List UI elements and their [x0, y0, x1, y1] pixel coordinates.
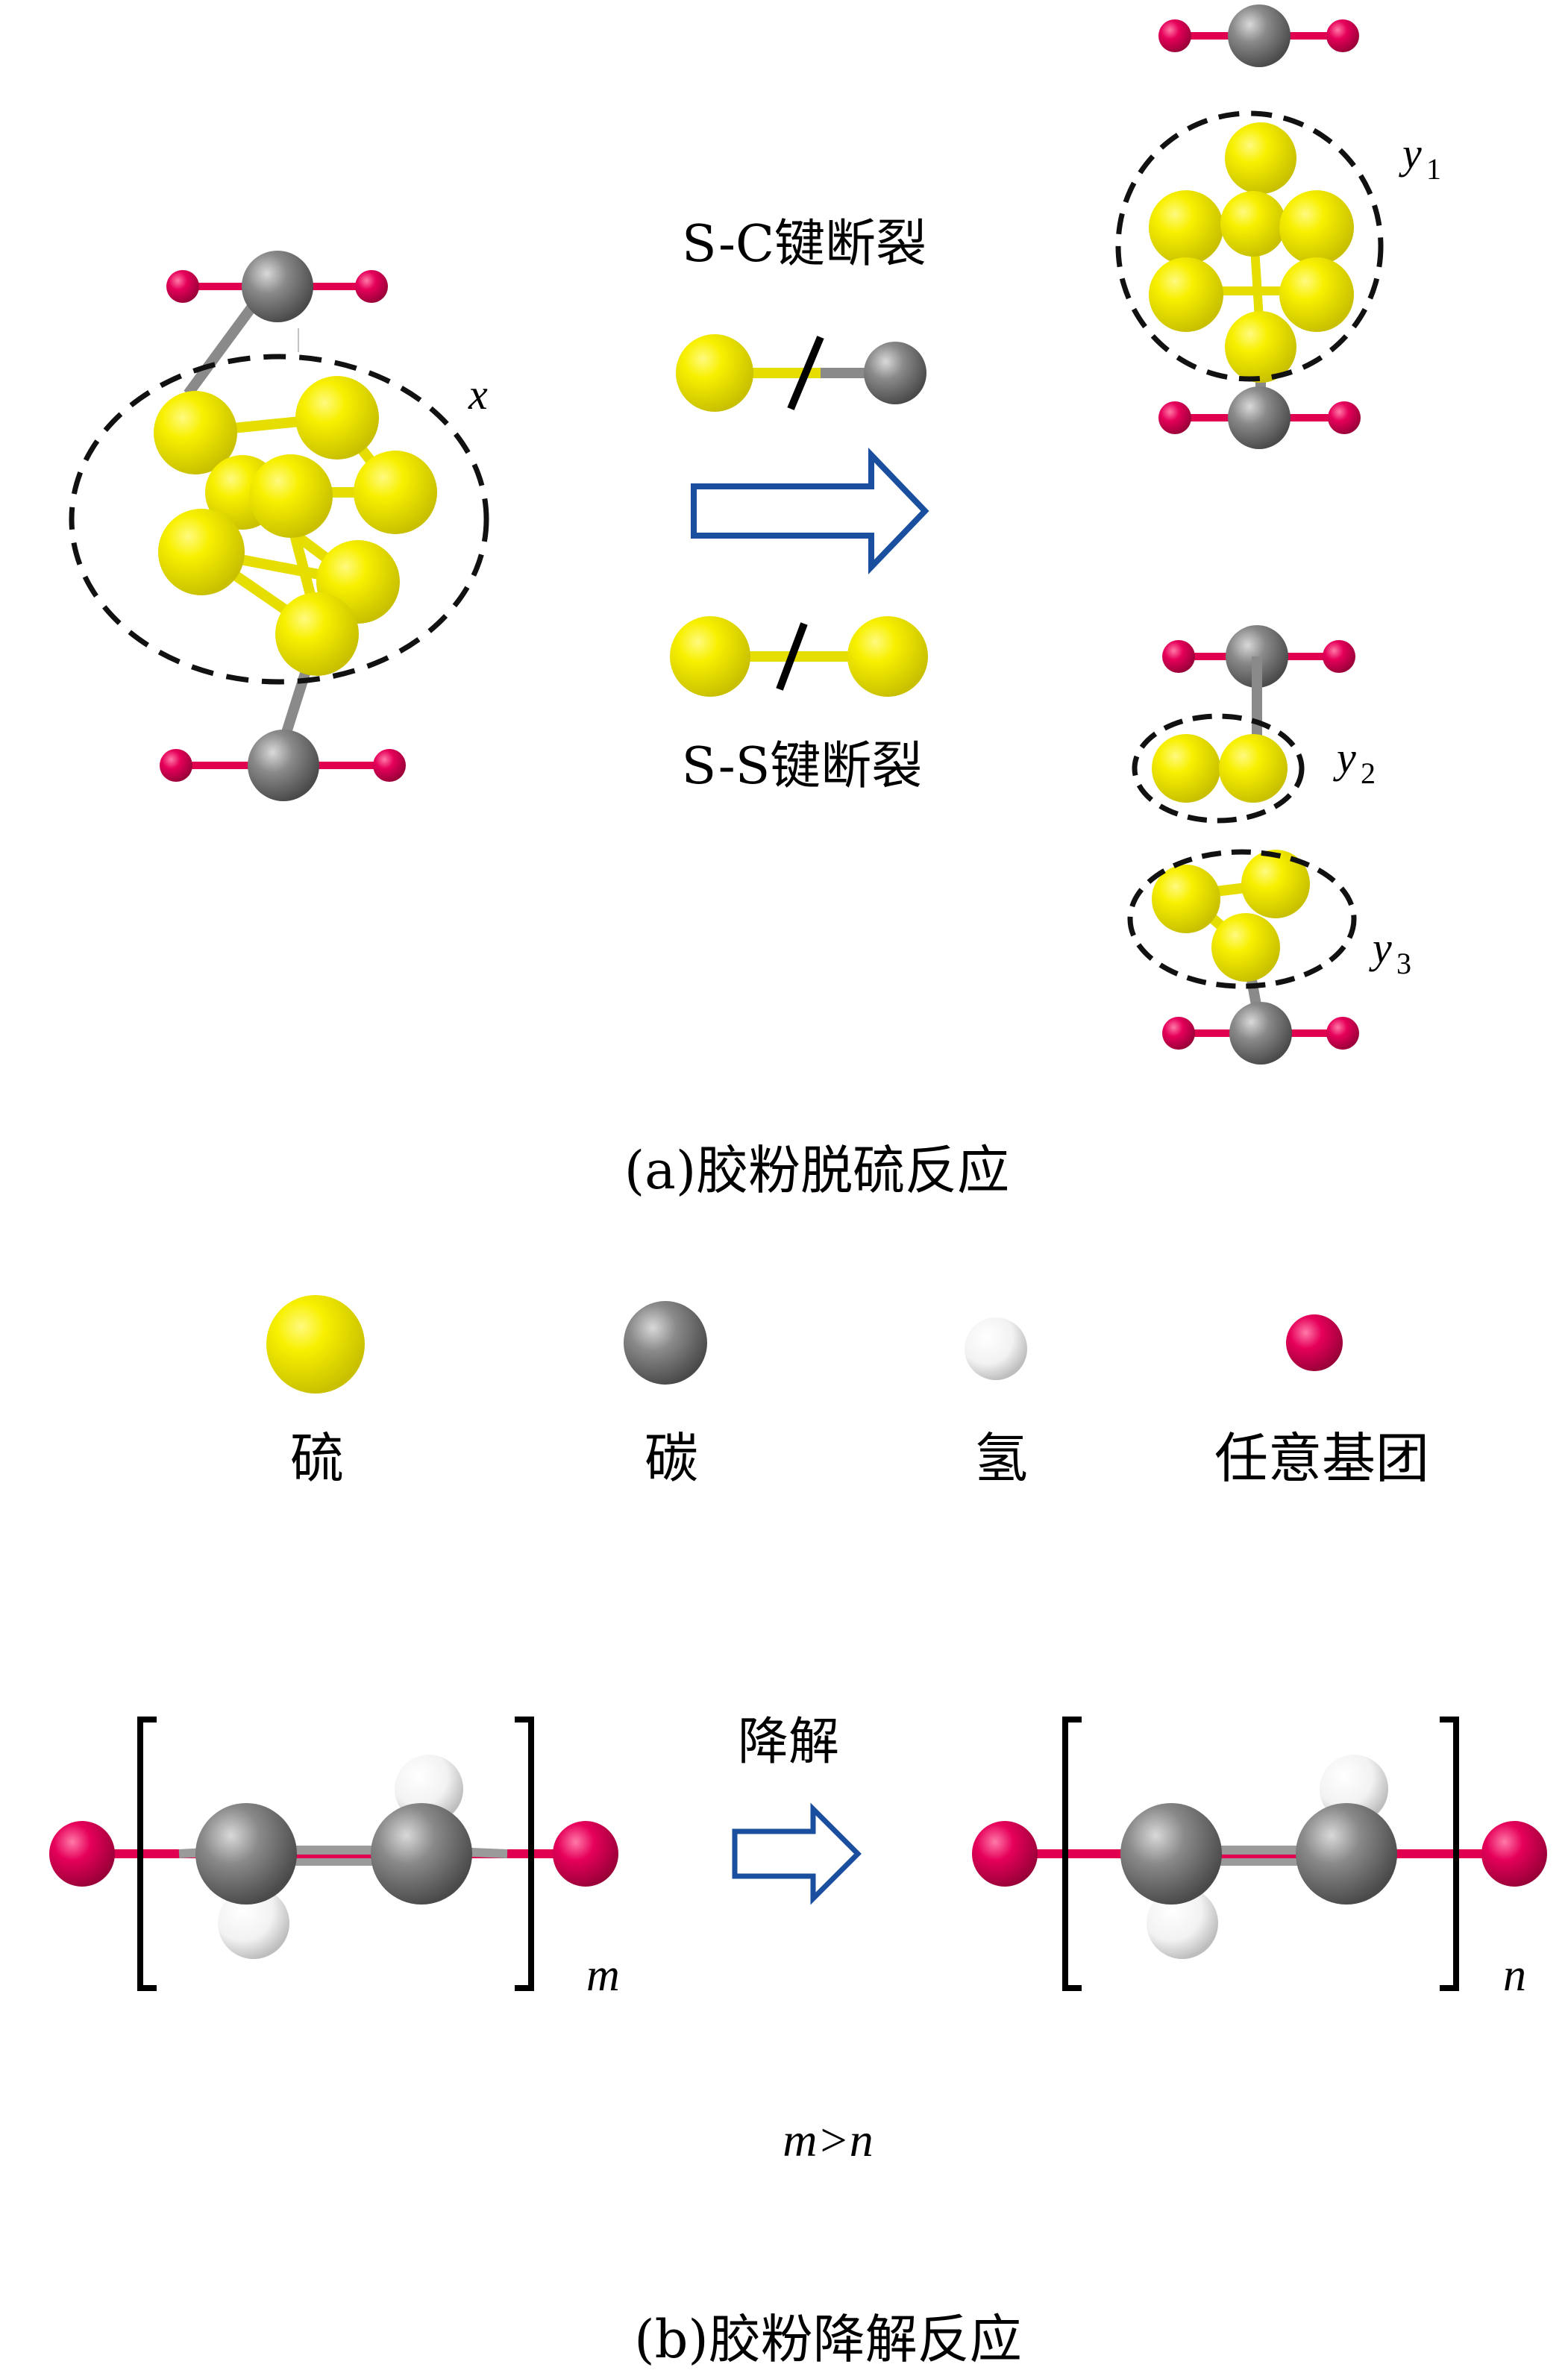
break-mark [776, 622, 808, 691]
legend-hydrogen-icon [965, 1317, 1027, 1380]
label-degradation: 降解 [738, 1713, 839, 1772]
label-m: m [586, 1950, 620, 2001]
bracket-right-m [515, 1717, 534, 1991]
legend-sulfur-icon [266, 1295, 365, 1394]
carbon-atom [864, 342, 926, 404]
panel-b: m 降解 n m>n (b)胶粉降解反应 [49, 1713, 1547, 2370]
legend-group-label: 任意基团 [1214, 1427, 1429, 1490]
condition-m-gt-n: m>n [783, 2113, 873, 2166]
label-y3-sub: 3 [1396, 947, 1411, 980]
label-y1-sub: 1 [1426, 152, 1441, 186]
label-y1: y [1399, 129, 1422, 178]
sulfur-atom [670, 616, 750, 697]
atom-legend: 硫 碳 氢 任意基团 [266, 1295, 1429, 1490]
legend-hydrogen-label: 氢 [974, 1427, 1028, 1490]
label-y2-sub: 2 [1361, 756, 1376, 790]
legend-group-icon [1286, 1314, 1343, 1371]
molecule-y1: y 1 [1115, 4, 1441, 449]
molecule-y3: y 3 [1127, 849, 1411, 1065]
sulfur-cluster-ellipse-y3 [1127, 849, 1357, 989]
sulfur-atom [847, 616, 928, 697]
reaction-arrow-a [691, 448, 929, 574]
sulfur-cluster-ellipse-y2 [1132, 713, 1305, 824]
label-ss-break: S-S键断裂 [682, 737, 923, 796]
polymer-unit-m: m [49, 1717, 620, 2001]
polymer-unit-n: n [972, 1717, 1547, 2001]
bracket-right-n [1440, 1717, 1459, 1991]
label-n: n [1503, 1950, 1526, 2001]
sulfur-atom [676, 334, 753, 412]
label-y2: y [1333, 733, 1356, 782]
legend-sulfur-label: 硫 [290, 1427, 344, 1490]
sulfur-cluster-ellipse-y1 [1115, 110, 1384, 382]
caption-a: (a)胶粉脱硫反应 [624, 1140, 1009, 1201]
molecule-x: x [69, 251, 489, 801]
legend-carbon-label: 碳 [645, 1427, 698, 1490]
legend-carbon-icon [624, 1301, 707, 1385]
molecule-y2: y 2 [1132, 625, 1376, 824]
label-x: x [468, 370, 488, 419]
sulfur-cluster-ellipse-x [69, 354, 489, 685]
bracket-left-n [1062, 1717, 1082, 1991]
reaction-arrow-b [732, 1802, 862, 1905]
bracket-left-m [137, 1717, 157, 1991]
bond-breaking-legend: S-C键断裂 S-S键断裂 [670, 215, 929, 796]
panel-a: x S-C键断裂 S-S键断裂 [69, 4, 1441, 1201]
label-sc-break: S-C键断裂 [682, 215, 926, 274]
break-mark [787, 336, 824, 410]
label-y3: y [1369, 924, 1392, 972]
caption-b: (b)胶粉降解反应 [634, 2309, 1021, 2370]
